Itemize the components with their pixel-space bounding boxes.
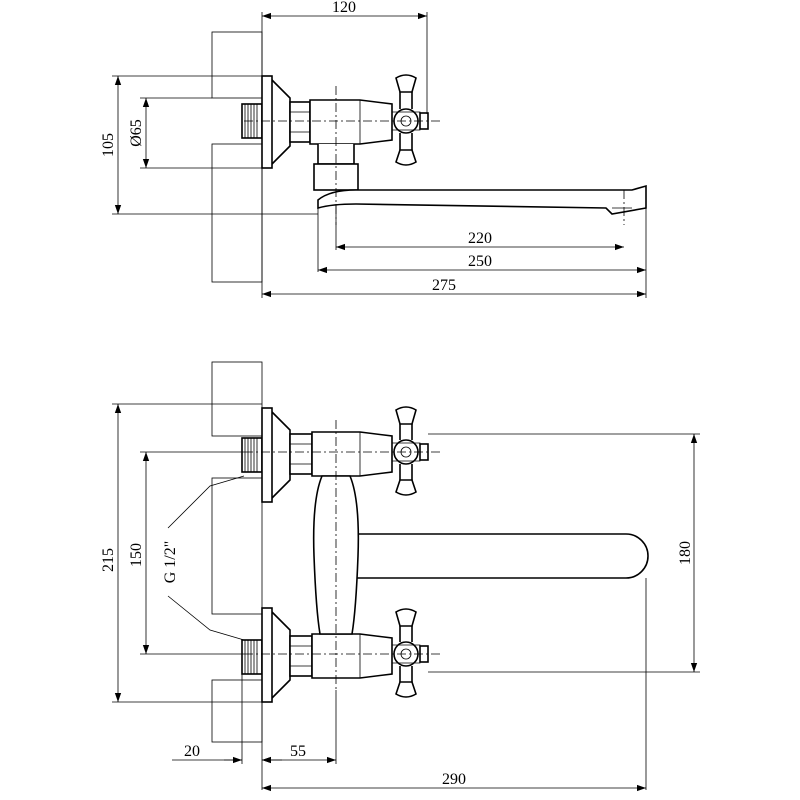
lower-valve (261, 607, 393, 703)
body-front (312, 475, 360, 635)
dim-55: 55 (262, 743, 336, 764)
cross-handle-lower (392, 608, 429, 698)
dim-220-label: 220 (468, 230, 492, 247)
dim-105-label: 105 (100, 133, 117, 157)
threaded-inlet-upper (241, 437, 263, 473)
dim-150-label: 150 (128, 543, 145, 567)
dim-220: 220 (336, 230, 624, 251)
dim-180-label: 180 (677, 541, 694, 565)
dim-120: 120 (262, 0, 427, 20)
dim-20-label: 20 (184, 743, 200, 760)
threaded-inlet-lower (241, 639, 263, 675)
dim-105: 105 (100, 76, 122, 214)
upper-valve (261, 407, 393, 503)
dim-215-label: 215 (100, 548, 117, 572)
dim-120-label: 120 (332, 0, 356, 16)
cross-handle-upper (392, 406, 429, 496)
front-view: G 1/2" 215 150 180 20 55 290 (100, 361, 700, 792)
dim-150: 150 (128, 452, 150, 654)
nut-top (289, 101, 311, 143)
dim-20: 20 (172, 743, 282, 764)
dim-250-label: 250 (468, 253, 492, 270)
dim-215: 215 (100, 404, 122, 702)
flange-top (261, 75, 291, 169)
spout-top (317, 184, 647, 215)
dim-65-label: Ø65 (128, 119, 145, 147)
dim-180: 180 (677, 434, 698, 672)
body-top (309, 99, 393, 191)
dim-290: 290 (262, 771, 646, 792)
dim-275-label: 275 (432, 277, 456, 294)
dim-65: Ø65 (128, 98, 150, 168)
spout-front (355, 533, 649, 579)
dim-290-label: 290 (442, 771, 466, 788)
dim-250: 250 (318, 253, 646, 274)
cross-handle-top (392, 74, 429, 166)
top-view: 120 Ø65 105 220 250 275 (100, 0, 647, 298)
wall-hatch-top (211, 31, 263, 283)
thread-callout: G 1/2" (162, 475, 245, 641)
dim-275: 275 (262, 277, 646, 298)
thread-label: G 1/2" (162, 541, 179, 584)
dim-55-label: 55 (290, 743, 306, 760)
wall-hatch-front (211, 361, 263, 743)
